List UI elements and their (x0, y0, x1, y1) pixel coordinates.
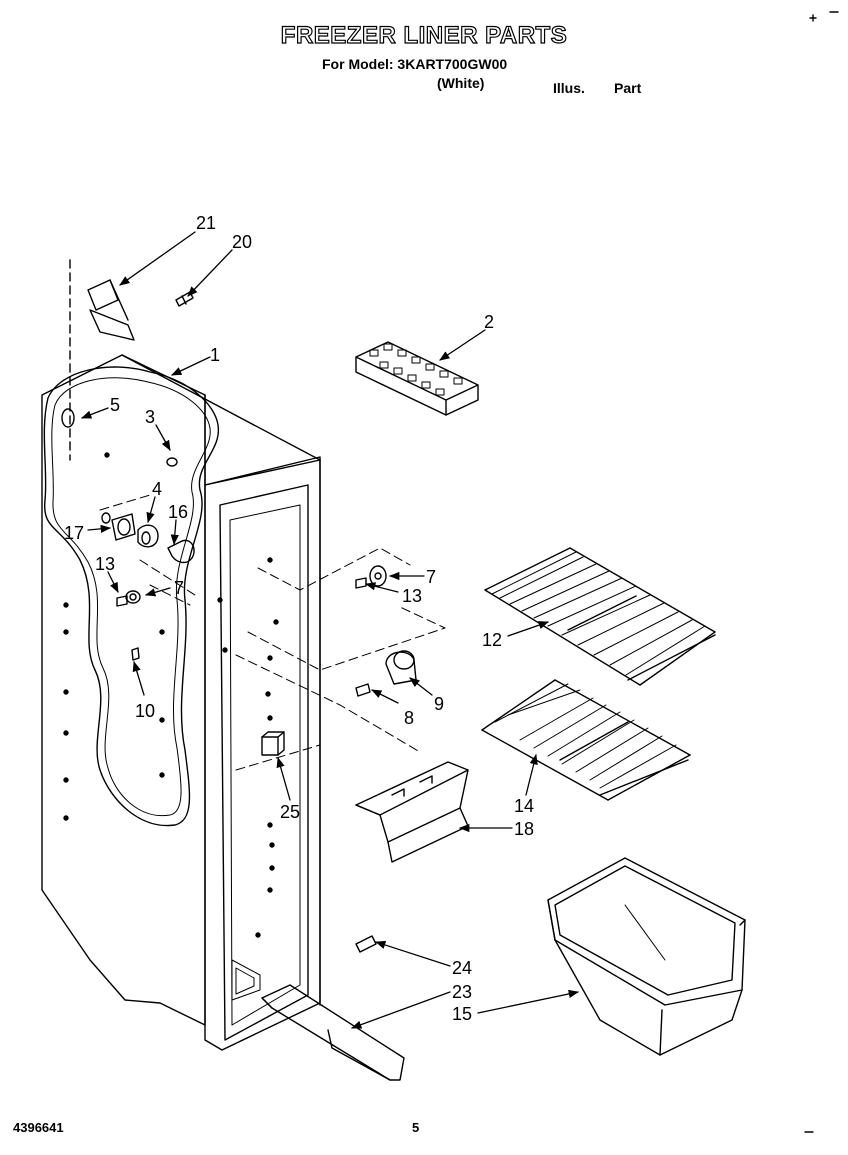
callout-12: 12 (482, 630, 502, 650)
leader-lines (81, 231, 580, 1029)
callout-4: 4 (152, 479, 162, 499)
callout-13b: 13 (402, 586, 422, 606)
callout-10: 10 (135, 701, 155, 721)
callout-1: 1 (210, 345, 220, 365)
callout-7b: 7 (426, 567, 436, 587)
callout-16: 16 (168, 502, 188, 522)
wire-shelf-part-14 (481, 679, 691, 801)
part-column-label: Part (614, 80, 642, 96)
callout-3: 3 (145, 407, 155, 427)
callout-18: 18 (514, 819, 534, 839)
callout-8: 8 (404, 708, 414, 728)
model-number: For Model: 3KART700GW00 (322, 56, 508, 72)
freezer-bin-part-15 (547, 857, 746, 1056)
callout-14: 14 (514, 796, 534, 816)
corner-marks (804, 11, 839, 1133)
light-socket-assembly (61, 408, 195, 661)
callout-20: 20 (232, 232, 252, 252)
switch-part-25 (261, 731, 285, 756)
callout-25: 25 (280, 802, 300, 822)
shelf-guide-lines (99, 494, 446, 771)
callout-21: 21 (196, 213, 216, 233)
page-title: FREEZER LINER PARTS (280, 21, 568, 49)
shelf-bracket-part-18 (355, 761, 469, 863)
model-color: (White) (437, 75, 485, 91)
freezer-liner (41, 259, 321, 1051)
wire-shelf-part-12 (484, 547, 716, 686)
illus-column-label: Illus. (553, 80, 585, 96)
callout-24: 24 (452, 958, 472, 978)
screw-part-24 (355, 935, 377, 953)
shelf-support-lower (355, 650, 417, 697)
callout-9: 9 (434, 694, 444, 714)
screw-part-20 (175, 291, 194, 307)
callout-2: 2 (484, 312, 494, 332)
bracket-part-21 (87, 279, 135, 341)
callout-15: 15 (452, 1004, 472, 1024)
page-number: 5 (412, 1120, 420, 1135)
ice-tray-part-2 (355, 341, 479, 416)
document-number: 4396641 (13, 1120, 64, 1135)
callout-17: 17 (64, 523, 84, 543)
callout-numbers: 21 20 1 2 5 3 4 16 17 13 7 10 7 13 12 9 … (64, 213, 534, 1024)
callout-5: 5 (110, 395, 120, 415)
callout-7a: 7 (174, 578, 184, 598)
callout-23: 23 (452, 982, 472, 1002)
liner-base (231, 959, 261, 1001)
callout-13a: 13 (95, 554, 115, 574)
bracket-part-23 (261, 984, 405, 1081)
